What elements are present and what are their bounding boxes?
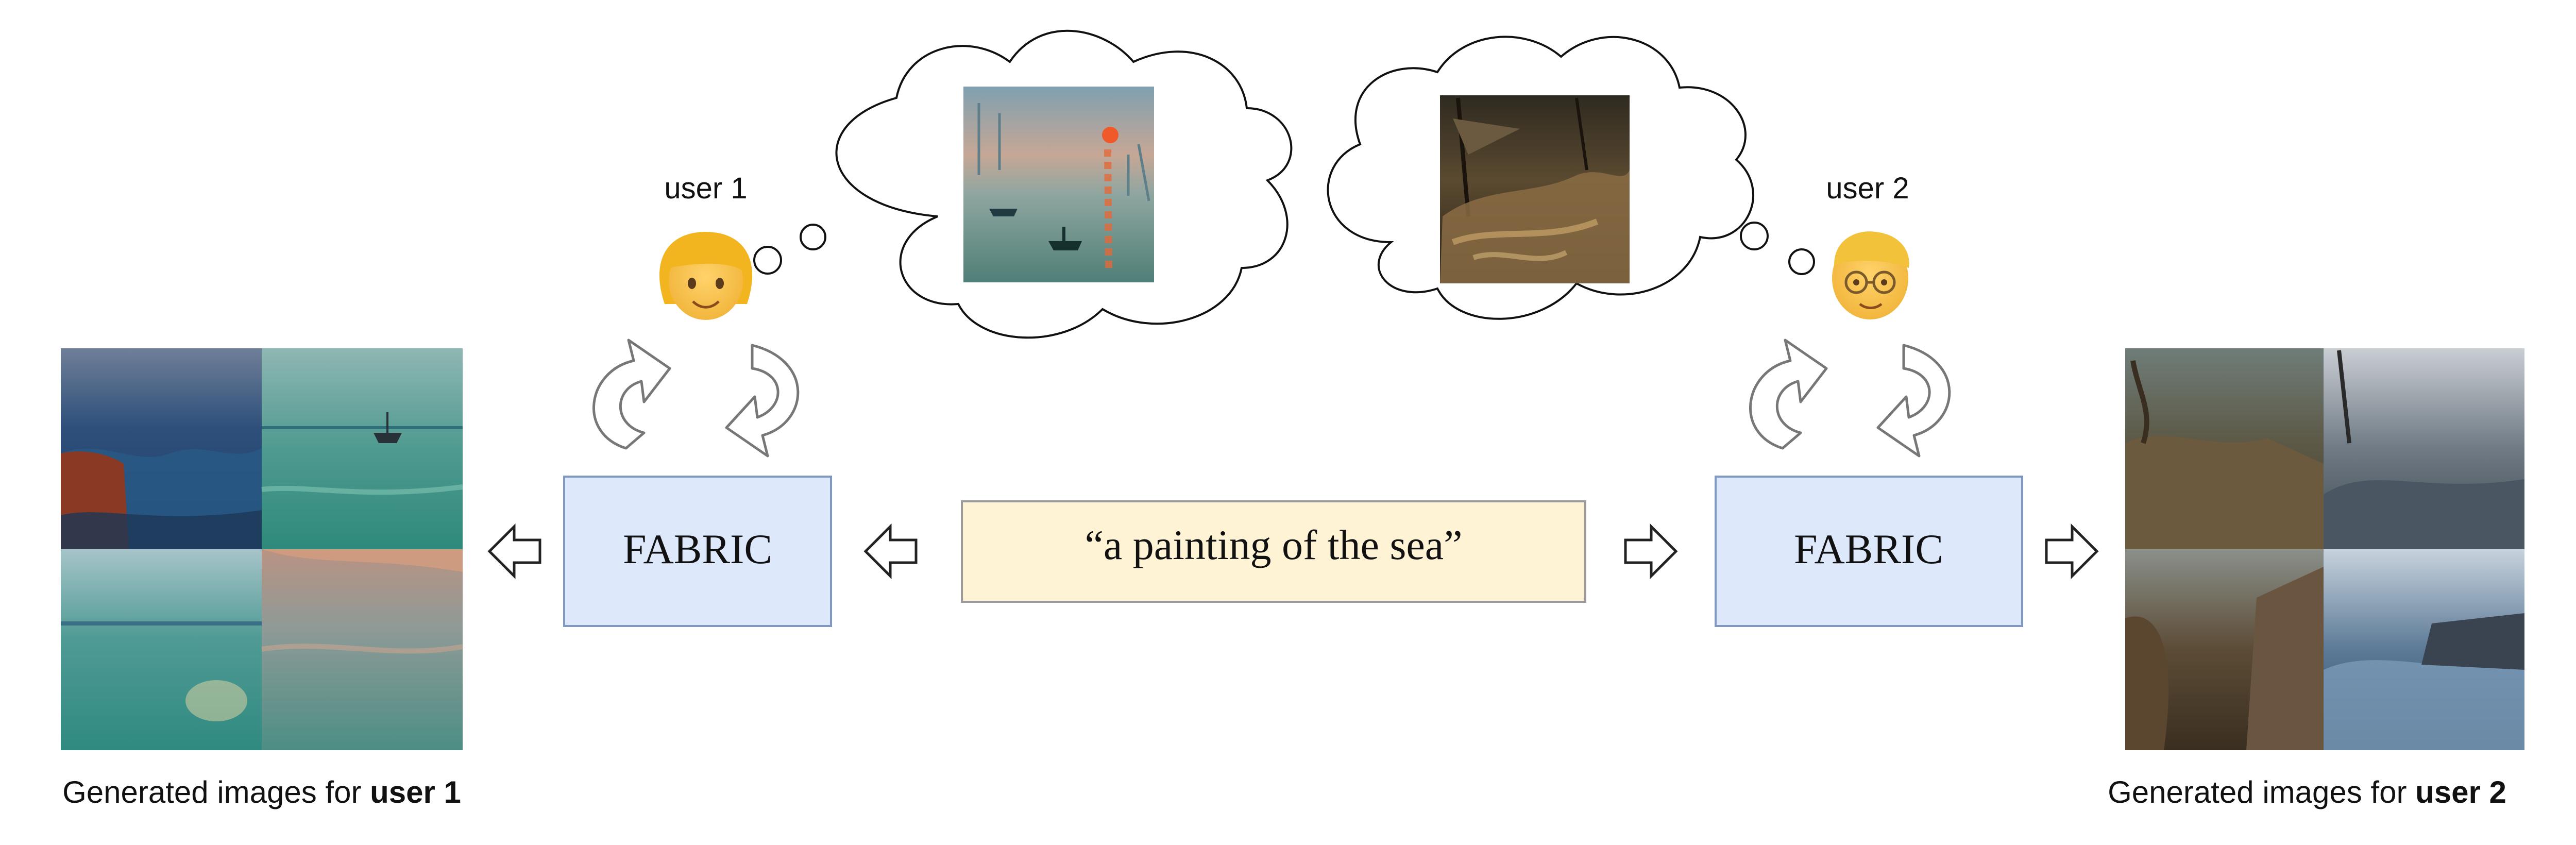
generated-image-user1-2	[261, 348, 463, 549]
generated-image-user2-3	[2125, 549, 2324, 750]
hollow-arrow-icon	[2045, 523, 2099, 580]
caption-user2: Generated images for user 2	[2108, 775, 2506, 809]
hollow-arrow-icon	[1624, 523, 1678, 580]
hollow-arrow-icon	[487, 523, 541, 580]
generated-image-user2-1	[2125, 348, 2324, 549]
caption-user: user 1	[370, 775, 461, 809]
circular-arrows-icon	[592, 339, 1951, 458]
user1-label: user 1	[664, 172, 747, 205]
hollow-arrow-icon	[863, 523, 918, 580]
caption-user: user 2	[2415, 775, 2506, 809]
prompt-box: “a painting of the sea”	[961, 500, 1586, 603]
woman-face-icon	[659, 232, 753, 320]
thought-bubble-small	[753, 246, 782, 275]
thought-bubble-small	[1740, 222, 1769, 250]
bespectacled-face-icon	[1832, 231, 1909, 319]
prompt-text: “a painting of the sea”	[1084, 521, 1462, 568]
generated-image-user2-2	[2324, 348, 2524, 549]
fabric-label: FABRIC	[623, 526, 772, 572]
fabric-label: FABRIC	[1794, 526, 1943, 572]
generated-image-user1-1	[61, 348, 262, 549]
generated-image-user2-4	[2324, 549, 2524, 750]
thought-bubble-small	[800, 224, 826, 250]
fabric-box-user2: FABRIC	[1715, 476, 2023, 627]
generated-image-user1-3	[61, 549, 262, 750]
thought-bubble-small	[1788, 248, 1815, 275]
generated-image-user1-4	[261, 549, 463, 750]
fabric-box-user1: FABRIC	[563, 476, 832, 627]
imagined-painting-user2	[1440, 95, 1630, 283]
generated-images-user1	[61, 348, 463, 750]
caption-user1: Generated images for user 1	[62, 775, 461, 809]
caption-prefix: Generated images for	[2108, 775, 2415, 809]
generated-images-user2	[2125, 348, 2524, 750]
caption-prefix: Generated images for	[62, 775, 370, 809]
user2-label: user 2	[1826, 172, 1909, 205]
imagined-painting-user1	[963, 87, 1154, 282]
